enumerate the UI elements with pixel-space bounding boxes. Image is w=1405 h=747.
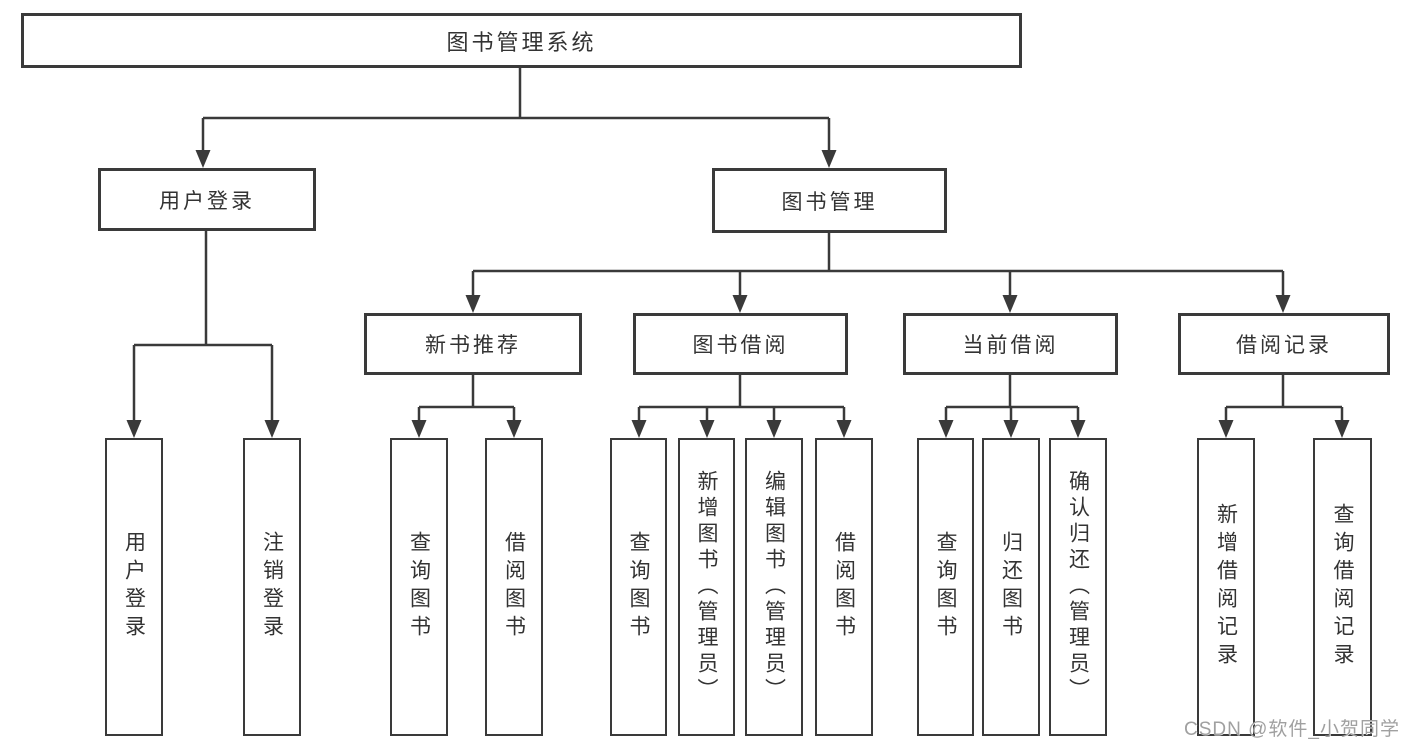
node-new-book-recommend: 新书推荐 bbox=[364, 313, 582, 375]
leaf-query-book-3: 查询图书 bbox=[917, 438, 974, 736]
leaf-query-book-2: 查询图书 bbox=[610, 438, 667, 736]
leaf-borrow-book-2-label: 借阅图书 bbox=[832, 531, 856, 643]
node-library-management-system: 图书管理系统 bbox=[21, 13, 1022, 68]
leaf-user-login-label: 用户登录 bbox=[122, 531, 146, 643]
leaf-query-book-1-label: 查询图书 bbox=[407, 531, 431, 643]
node-book-borrow-label: 图书借阅 bbox=[692, 334, 789, 357]
leaf-user-login: 用户登录 bbox=[105, 438, 163, 736]
node-book-management: 图书管理 bbox=[712, 168, 947, 233]
node-current-borrow-label: 当前借阅 bbox=[962, 334, 1059, 357]
node-current-borrow: 当前借阅 bbox=[903, 313, 1118, 375]
leaf-borrow-book-1-label: 借阅图书 bbox=[502, 531, 526, 643]
leaf-query-book-2-label: 查询图书 bbox=[627, 531, 650, 643]
node-new-book-recommend-label: 新书推荐 bbox=[425, 334, 521, 357]
node-borrow-records: 借阅记录 bbox=[1178, 313, 1390, 375]
leaf-return-book: 归还图书 bbox=[982, 438, 1040, 736]
leaf-confirm-return-admin-label: 确认归还（管理员） bbox=[1066, 470, 1090, 704]
node-user-login: 用户登录 bbox=[98, 168, 316, 231]
leaf-add-book-admin: 新增图书（管理员） bbox=[678, 438, 735, 736]
leaf-borrow-book-2: 借阅图书 bbox=[815, 438, 873, 736]
node-library-management-system-label: 图书管理系统 bbox=[446, 29, 597, 55]
node-book-management-label: 图书管理 bbox=[781, 190, 878, 214]
leaf-add-borrow-record: 新增借阅记录 bbox=[1197, 438, 1255, 736]
leaf-edit-book-admin: 编辑图书（管理员） bbox=[745, 438, 803, 736]
arrowheads bbox=[126, 150, 1350, 438]
leaf-logout-label: 注销登录 bbox=[260, 531, 284, 643]
leaf-query-book-3-label: 查询图书 bbox=[934, 531, 957, 643]
leaf-add-borrow-record-label: 新增借阅记录 bbox=[1214, 503, 1238, 671]
leaf-query-borrow-record: 查询借阅记录 bbox=[1313, 438, 1372, 736]
node-borrow-records-label: 借阅记录 bbox=[1236, 334, 1332, 357]
watermark: CSDN @软件_小贺同学 bbox=[1184, 719, 1400, 740]
leaf-return-book-label: 归还图书 bbox=[999, 531, 1023, 643]
leaf-query-book-1: 查询图书 bbox=[390, 438, 448, 736]
node-book-borrow: 图书借阅 bbox=[633, 313, 848, 375]
leaf-add-book-admin-label: 新增图书（管理员） bbox=[695, 470, 718, 704]
node-user-login-label: 用户登录 bbox=[159, 189, 255, 213]
leaf-query-borrow-record-label: 查询借阅记录 bbox=[1331, 503, 1354, 671]
leaf-edit-book-admin-label: 编辑图书（管理员） bbox=[762, 470, 786, 704]
leaf-confirm-return-admin: 确认归还（管理员） bbox=[1049, 438, 1107, 736]
leaf-logout: 注销登录 bbox=[243, 438, 301, 736]
leaf-borrow-book-1: 借阅图书 bbox=[485, 438, 543, 736]
